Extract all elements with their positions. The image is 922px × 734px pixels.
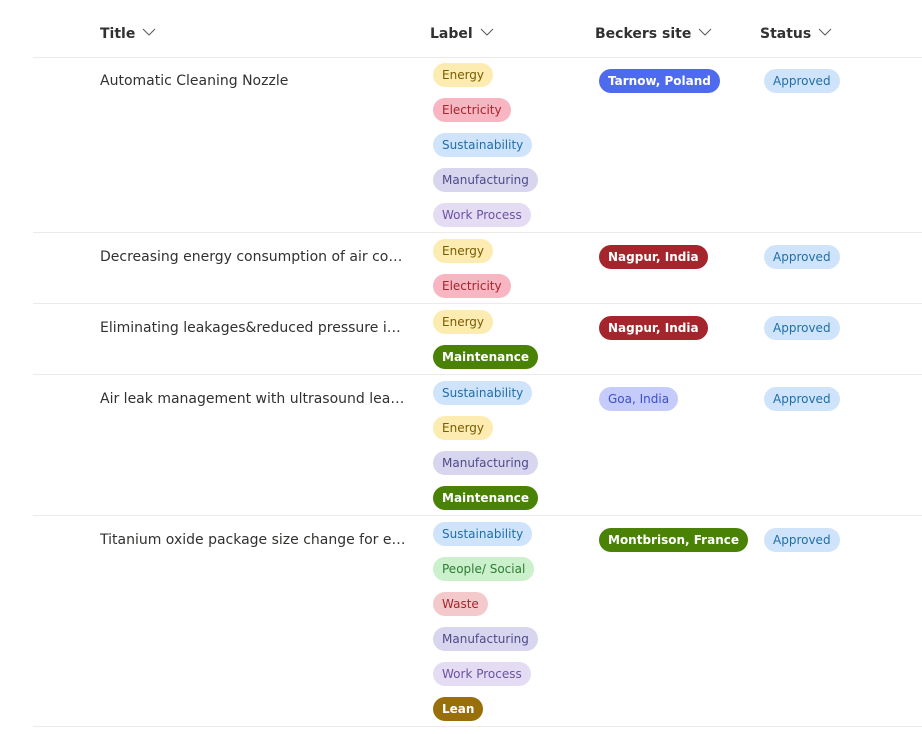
site-tag: Tarnow, Poland [599,69,720,93]
table-row[interactable]: Titanium oxide package size change for e… [33,516,922,727]
chevron-down-icon [142,28,156,36]
column-header-title[interactable]: Title [100,23,156,45]
site-cell: Tarnow, Poland [599,69,720,93]
site-cell: Montbrison, France [599,528,748,552]
row-title[interactable]: Automatic Cleaning Nozzle [100,73,289,89]
label-tag: Manufacturing [433,451,538,475]
table-row[interactable]: Decreasing energy consumption of air com… [33,233,922,304]
status-cell: Approved [764,69,840,93]
label-tag: Work Process [433,662,531,686]
row-title[interactable]: Titanium oxide package size change for e… [100,532,408,548]
label-tag: Electricity [433,98,511,122]
column-header-site-label: Beckers site [595,26,692,42]
status-badge: Approved [764,316,840,340]
site-tag: Goa, India [599,387,679,411]
row-title[interactable]: Decreasing energy consumption of air com… [100,249,408,265]
column-header-status-label: Status [760,26,812,42]
label-tag: Manufacturing [433,627,538,651]
list-header: Title Label Beckers site Status [33,0,922,58]
label-tag: Maintenance [433,345,539,369]
label-tag: Lean [433,697,484,721]
status-cell: Approved [764,387,840,411]
row-title[interactable]: Air leak management with ultrasound leak… [100,391,408,407]
label-tag: People/ Social [433,557,535,581]
site-tag: Montbrison, France [599,528,748,552]
column-header-title-label: Title [100,26,136,42]
site-tag: Nagpur, India [599,316,708,340]
label-tag: Manufacturing [433,168,538,192]
chevron-down-icon [818,28,832,36]
status-badge: Approved [764,528,840,552]
label-tag: Sustainability [433,381,533,405]
label-tag: Energy [433,63,494,87]
site-tag: Nagpur, India [599,245,708,269]
status-badge: Approved [764,245,840,269]
site-cell: Goa, India [599,387,679,411]
status-cell: Approved [764,528,840,552]
label-tag: Electricity [433,274,511,298]
site-cell: Nagpur, India [599,245,708,269]
label-tag: Sustainability [433,522,533,546]
chevron-down-icon [698,28,712,36]
label-tag: Energy [433,239,494,263]
column-header-beckers-site[interactable]: Beckers site [595,23,712,45]
column-header-label[interactable]: Label [430,23,494,45]
site-cell: Nagpur, India [599,316,708,340]
table-row[interactable]: Air leak management with ultrasound leak… [33,375,922,516]
label-tag: Energy [433,416,494,440]
chevron-down-icon [480,28,494,36]
status-cell: Approved [764,245,840,269]
column-header-status[interactable]: Status [760,23,832,45]
row-title[interactable]: Eliminating leakages&reduced pressure in… [100,320,408,336]
column-header-label-label: Label [430,26,473,42]
label-tag: Work Process [433,203,531,227]
label-tag: Maintenance [433,486,539,510]
label-tag: Waste [433,592,488,616]
label-tag: Sustainability [433,133,533,157]
status-cell: Approved [764,316,840,340]
table-row[interactable]: Eliminating leakages&reduced pressure in… [33,304,922,375]
status-badge: Approved [764,387,840,411]
label-tag: Energy [433,310,494,334]
status-badge: Approved [764,69,840,93]
